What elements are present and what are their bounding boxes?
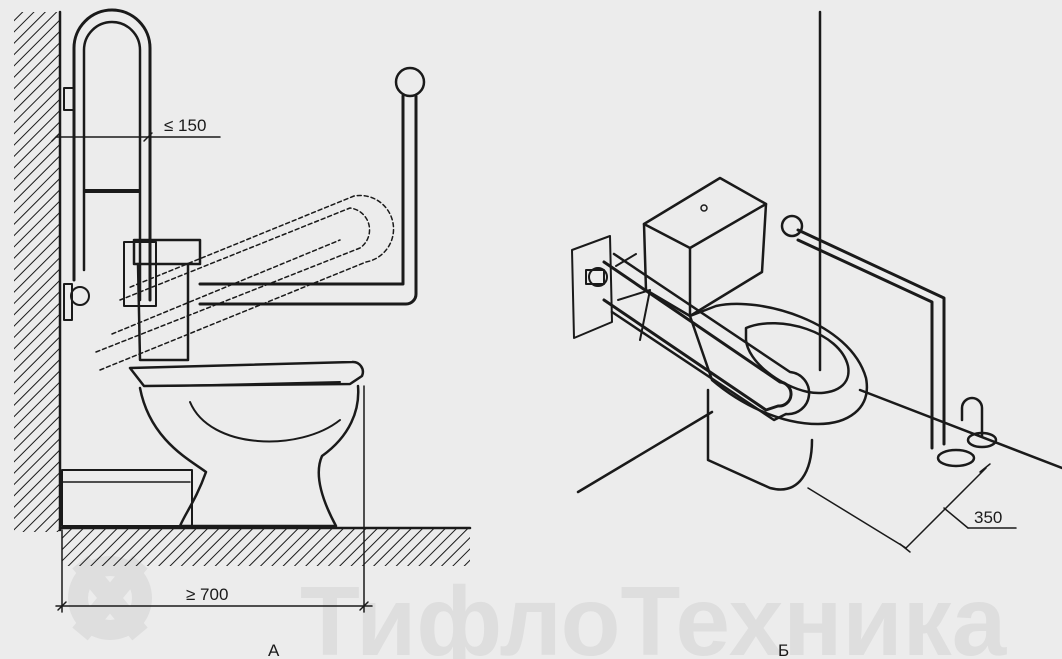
toilet-seat [128,360,365,388]
toilet-seat-b [744,322,850,395]
folding-grab-bar-up [72,8,152,302]
rail-mount-b [780,214,804,238]
dimension-label-le150: ≤ 150 [164,116,206,135]
wall-plate [571,235,613,339]
dimension-ge700 [55,385,373,613]
floor-edge-left [576,410,714,494]
fixed-rail [198,94,405,286]
caption-a: А [268,641,280,659]
cistern-lid [132,238,202,266]
dimension-label-ge700: ≥ 700 [186,585,228,604]
figure-a [14,8,472,613]
cistern-b-lid [642,176,768,250]
dimension-label-350: 350 [974,508,1002,527]
caption-b: Б [778,641,789,659]
watermark-text: ТифлоТехника [300,566,1008,659]
fixed-rail-b [796,228,946,446]
dimension-350 [807,463,1017,553]
toilet-bowl [138,384,360,528]
skirting [61,469,193,527]
wall-hatch [14,12,60,532]
bar-mount-plate [63,87,75,111]
figure-b [571,10,1062,553]
floor-mount-b1 [936,448,976,468]
watermark: ТифлоТехника [68,555,1008,659]
watermark-logo [68,555,152,641]
toilet-bowl-b [688,302,869,426]
flush-button [700,204,708,212]
rail-mount-disc [394,66,426,98]
folding-grab-bar-down [95,194,395,371]
cistern-body [136,262,190,362]
paper-holder [70,286,90,306]
paper-holder-b [588,267,608,287]
dimension-le150 [51,132,221,142]
floor-edge-right [858,388,1062,470]
floor-hatch [62,528,470,566]
floor-mount-b2 [966,431,998,449]
